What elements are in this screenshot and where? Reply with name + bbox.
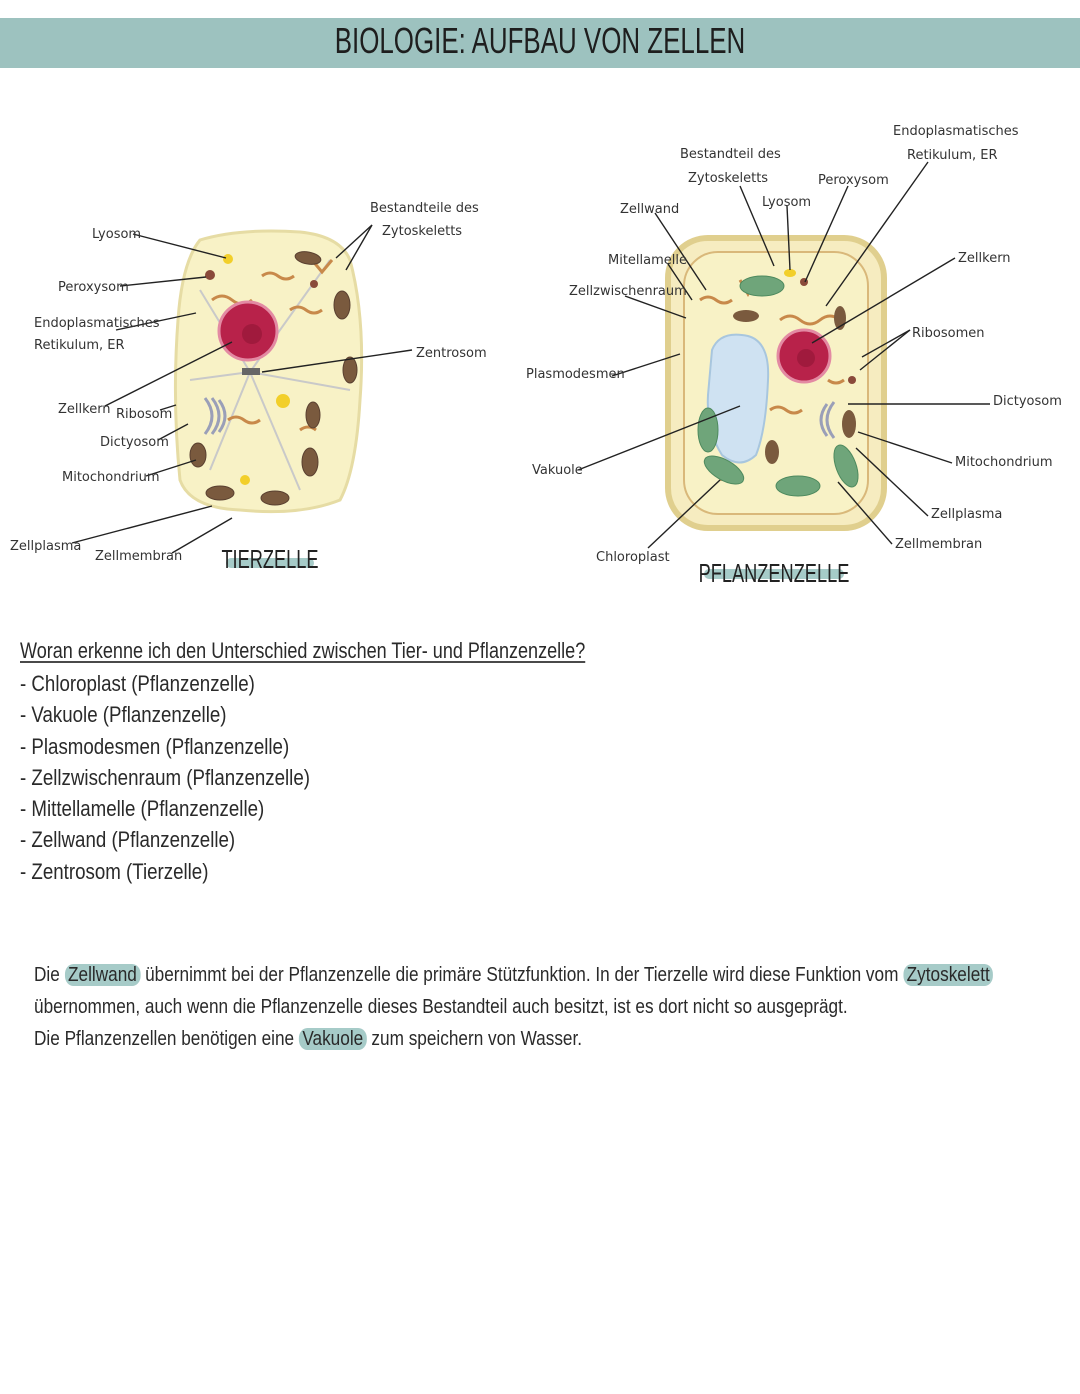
plant-label-plasmodesmata: Plasmodesmen [526,367,625,382]
list-item: - Mittellamelle (Pflanzenzelle) [20,796,265,822]
animal-label-peroxisome: Peroxysom [58,280,129,295]
plant-label-lysosome: Lyosom [762,195,811,210]
paragraph-line-2: übernommen, auch wenn die Pflanzenzelle … [34,996,848,1018]
plant-label-intercellular-space: Zellzwischenraum [569,284,687,299]
animal-label-mitochondrion: Mitochondrium [62,470,160,485]
highlight-zellwand: Zellwand [64,964,141,986]
question-heading: Woran erkenne ich den Unterschied zwisch… [20,638,709,664]
differences-list: - Chloroplast (Pflanzenzelle) - Vakuole … [20,668,361,887]
plant-label-chloroplast: Chloroplast [596,550,670,565]
page-title: BIOLOGIE: AUFBAU VON ZELLEN [334,20,746,61]
animal-label-cytoplasm: Zellplasma [10,539,81,554]
list-item: - Chloroplast (Pflanzenzelle) [20,671,255,696]
animal-label-ribosome: Ribosom [116,407,172,422]
highlight-zytoskelett: Zytoskelett [903,964,994,986]
plant-label-dictyosome: Dictyosom [993,394,1062,409]
plant-label-cell-wall: Zellwand [620,202,679,217]
animal-label-lysosome: Lyosom [92,227,141,242]
plant-label-middle-lamella: Mitellamelle [608,253,687,268]
animal-label-centrosome: Zentrosom [416,346,487,361]
header-bar [0,18,1080,68]
plant-label-cytoskeleton-line2: Zytoskeletts [688,171,768,186]
animal-label-membrane: Zellmembran [95,549,182,564]
animal-label-dictyosome: Dictyosom [100,435,169,450]
cell-diagram: Lyosom Peroxysom Endoplasmatisches Retik… [10,124,1062,588]
list-item: - Zentrosom (Tierzelle) [20,858,209,884]
explanation-paragraph: Die Zellwand übernimmt bei der Pflanzenz… [34,960,1054,1056]
plant-label-mitochondrion: Mitochondrium [955,455,1053,470]
plant-label-vacuole: Vakuole [532,463,583,478]
highlight-vakuole: Vakuole [298,1028,367,1050]
plant-label-ribosomes: Ribosomen [912,326,984,341]
list-item: - Vakuole (Pflanzenzelle) [20,702,227,728]
plant-label-peroxisome: Peroxysom [818,173,889,188]
plant-label-nucleus: Zellkern [958,251,1011,266]
plant-label-er-line2: Retikulum, ER [907,148,998,163]
animal-label-er-line1: Endoplasmatisches [34,316,160,331]
animal-label-cytoskeleton-line2: Zytoskeletts [382,224,462,239]
plant-cell-caption: PFLANZENZELLE [699,559,850,588]
plant-label-er-line1: Endoplasmatisches [893,124,1019,139]
paragraph-line-3: Die Pflanzenzellen benötigen eine Vakuol… [34,1028,583,1050]
animal-label-cytoskeleton-line1: Bestandteile des [370,201,479,216]
question-text: Woran erkenne ich den Unterschied zwisch… [20,638,586,663]
plant-label-cytoplasm: Zellplasma [931,507,1002,522]
list-item: - Zellzwischenraum (Pflanzenzelle) [20,764,310,790]
paragraph-line-1: Die Zellwand übernimmt bei der Pflanzenz… [34,960,994,992]
list-item: - Zellwand (Pflanzenzelle) [20,827,236,853]
plant-cell-illustration [665,235,887,531]
plant-label-membrane: Zellmembran [895,537,982,552]
animal-label-er-line2: Retikulum, ER [34,338,125,353]
animal-cell-caption: TIERZELLE [221,545,318,574]
plant-label-cytoskeleton-line1: Bestandteil des [680,147,781,162]
animal-label-nucleus: Zellkern [58,402,111,417]
list-item: - Plasmodesmen (Pflanzenzelle) [20,733,290,759]
